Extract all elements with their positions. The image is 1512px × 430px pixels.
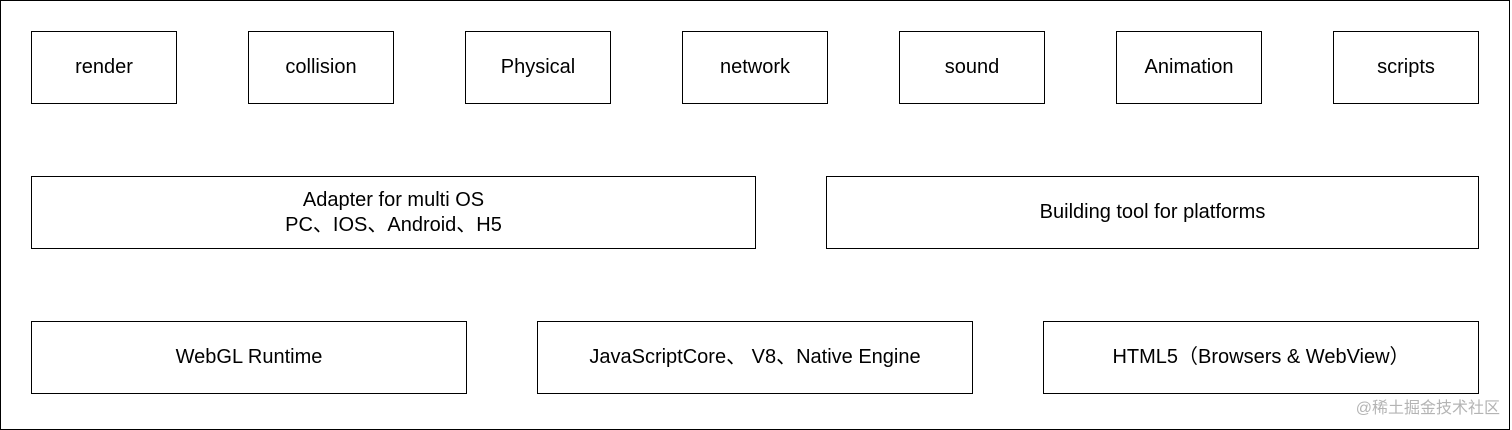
runtime-webgl: WebGL Runtime	[31, 321, 467, 394]
module-label: render	[75, 56, 133, 78]
module-sound: sound	[899, 31, 1045, 104]
module-network: network	[682, 31, 828, 104]
module-label: network	[719, 56, 791, 78]
module-label: Physical	[500, 56, 576, 78]
module-scripts: scripts	[1333, 31, 1479, 104]
adapter-title: Adapter for multi OS	[302, 188, 485, 211]
runtime-label: JavaScriptCore、 V8、Native Engine	[589, 346, 921, 368]
module-render: render	[31, 31, 177, 104]
module-collision: collision	[248, 31, 394, 104]
module-label: Animation	[1144, 56, 1234, 78]
runtime-html5: HTML5（Browsers & WebView）	[1043, 321, 1479, 394]
runtime-label: WebGL Runtime	[175, 346, 323, 368]
runtime-label: HTML5（Browsers & WebView）	[1112, 346, 1410, 368]
module-label: sound	[944, 56, 1000, 78]
adapter-platforms: PC、IOS、Android、H5	[285, 213, 502, 236]
module-physical: Physical	[465, 31, 611, 104]
module-label: scripts	[1377, 56, 1435, 78]
building-tool-label: Building tool for platforms	[1039, 201, 1266, 223]
runtime-native-engine: JavaScriptCore、 V8、Native Engine	[537, 321, 973, 394]
module-label: collision	[285, 56, 357, 78]
module-animation: Animation	[1116, 31, 1262, 104]
adapter-box: Adapter for multi OS PC、IOS、Android、H5	[31, 176, 756, 249]
watermark: @稀土掘金技术社区	[1355, 400, 1500, 417]
building-tool-box: Building tool for platforms	[826, 176, 1479, 249]
